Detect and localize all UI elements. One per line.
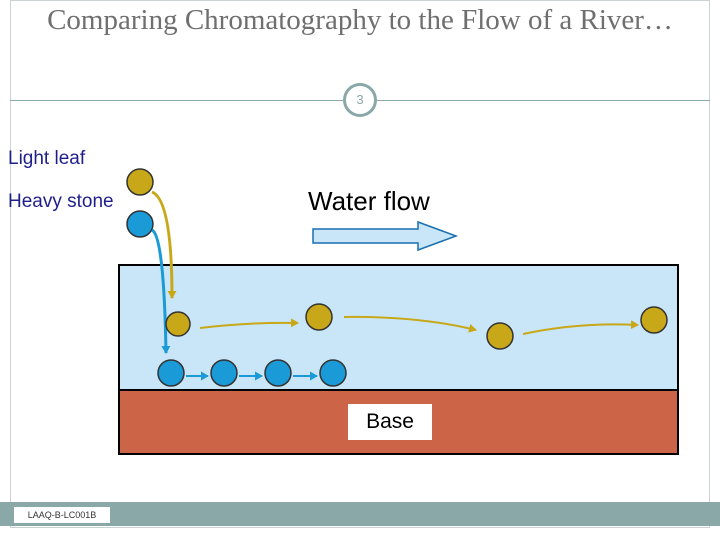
heavy-stone-label: Heavy stone: [8, 191, 114, 212]
stone-circle: [264, 359, 292, 387]
leaf-start-circle: [126, 168, 154, 196]
water-flow-label: Water flow: [308, 186, 430, 216]
slide-frame: [10, 0, 710, 528]
stone-circle: [157, 359, 185, 387]
base-label: Base: [348, 404, 432, 440]
leaf-circle: [165, 311, 191, 337]
water-flow-arrow: [312, 220, 459, 252]
light-leaf-label: Light leaf: [8, 148, 86, 169]
footer-code: LAAQ-B-LC001B: [14, 507, 110, 523]
leaf-move-arrow: [199, 318, 299, 329]
leaf-drop-arrow: [151, 190, 177, 299]
stone-circle: [319, 359, 347, 387]
slide-title: Comparing Chromatography to the Flow of …: [47, 4, 673, 36]
leaf-move-arrow: [343, 315, 477, 333]
footer-bar: [0, 502, 720, 526]
page-number-badge: 3: [343, 83, 377, 117]
leaf-circle: [305, 303, 333, 331]
leaf-move-arrow: [522, 320, 639, 335]
leaf-circle: [486, 322, 514, 350]
leaf-circle: [640, 306, 668, 334]
stone-drop-arrow: [151, 228, 171, 354]
stone-start-circle: [126, 210, 154, 238]
stone-circle: [210, 359, 238, 387]
